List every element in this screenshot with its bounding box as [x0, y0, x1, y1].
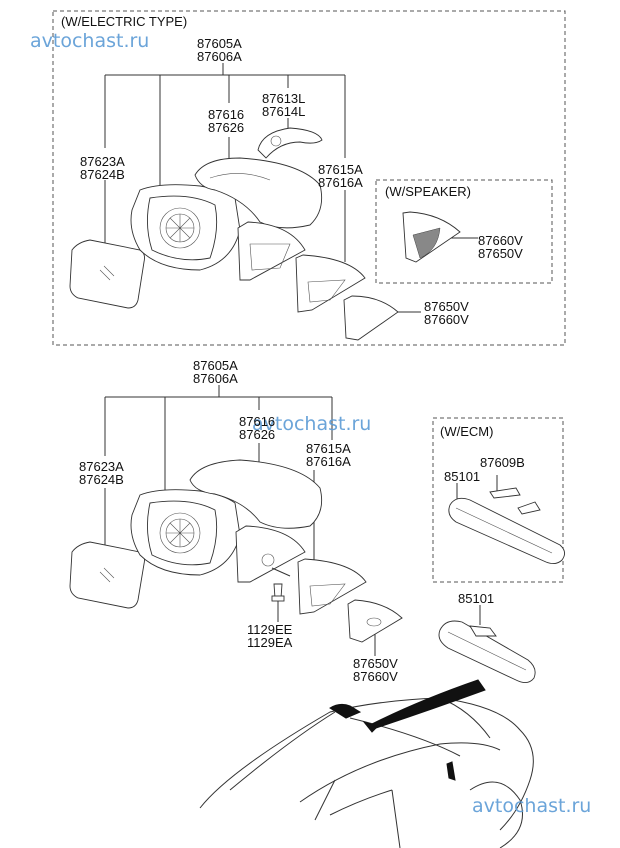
watermark-middle: avtochast.ru: [252, 413, 372, 435]
part-number: 87616A: [318, 175, 363, 190]
part-number: 87650V: [353, 656, 398, 671]
label-top-triangle-trim: 87650V 87660V: [424, 300, 469, 326]
electric-type-title: (W/ELECTRIC TYPE): [61, 14, 188, 29]
top-base-bracket: [295, 254, 366, 313]
label-top-bracket: 87615A 87616A: [318, 163, 363, 189]
inside-mirror-part: [438, 620, 536, 683]
part-number: 1129EA: [247, 635, 293, 650]
part-number: 87605A: [193, 358, 238, 373]
car-outline: [199, 679, 534, 848]
part-number: 87606A: [193, 371, 238, 386]
label-bottom-assembly: 87605A 87606A: [193, 359, 238, 385]
part-number: 87606A: [197, 49, 242, 64]
ecm-title: (W/ECM): [440, 424, 494, 439]
top-triangle-trim: [343, 295, 399, 341]
part-number: 87616: [208, 107, 245, 122]
watermark-bottom: avtochast.ru: [472, 795, 592, 817]
part-number: 1129EE: [247, 622, 293, 637]
part-number: 85101: [444, 469, 481, 484]
part-number: 87660V: [353, 669, 398, 684]
part-number: 87615A: [318, 162, 363, 177]
label-bottom-glass: 87623A 87624B: [79, 460, 124, 486]
bottom-mirror-cover: [189, 459, 323, 529]
part-number: 87616A: [306, 454, 351, 469]
top-leader-lines: [104, 63, 478, 313]
top-mirror-housing: [130, 184, 241, 271]
label-ecm-mirror: 85101: [444, 470, 480, 483]
label-inside-mirror: 85101: [458, 592, 494, 605]
bottom-base-bracket: [297, 558, 367, 615]
part-number: 87660V: [424, 312, 469, 327]
label-bottom-bracket: 87615A 87616A: [306, 442, 351, 468]
speaker-trim-part: [402, 211, 461, 263]
part-number: 85101: [458, 591, 495, 606]
part-number: 87614L: [262, 104, 306, 119]
electric-type-group-box: [52, 10, 566, 346]
top-repeater-lamp: [257, 127, 323, 159]
label-top-repeater: 87613L 87614L: [262, 92, 305, 118]
label-top-glass: 87623A 87624B: [80, 155, 125, 181]
part-number: 87650V: [478, 246, 523, 261]
speaker-title: (W/SPEAKER): [385, 184, 471, 199]
screw-part: [271, 583, 285, 602]
part-number: 87615A: [306, 441, 351, 456]
part-number: 87613L: [262, 91, 306, 106]
label-top-cover: 87616 87626: [208, 108, 244, 134]
label-ecm-bracket: 87609B: [480, 456, 525, 469]
part-number: 87650V: [424, 299, 469, 314]
part-number: 87626: [239, 427, 276, 442]
top-mirror-cover: [194, 157, 323, 229]
bottom-mirror-glass: [69, 541, 145, 609]
top-mirror-glass: [69, 239, 145, 309]
part-number: 87605A: [197, 36, 242, 51]
label-bottom-triangle-trim: 87650V 87660V: [353, 657, 398, 683]
ecm-mirror-part: [448, 487, 565, 565]
label-bottom-cover: 87616 87626: [239, 415, 275, 441]
part-number: 87623A: [80, 154, 125, 169]
part-number: 87660V: [478, 233, 523, 248]
part-number: 87626: [208, 120, 245, 135]
watermark-top: avtochast.ru: [30, 30, 150, 52]
part-number: 87624B: [79, 472, 124, 487]
part-number: 87609B: [480, 455, 525, 470]
part-number: 87623A: [79, 459, 124, 474]
bottom-triangle-trim: [347, 599, 403, 643]
bottom-actuator-bracket: [235, 525, 306, 583]
part-number: 87616: [239, 414, 276, 429]
bottom-mirror-housing: [130, 489, 241, 576]
part-number: 87624B: [80, 167, 125, 182]
label-screw: 1129EE 1129EA: [247, 623, 292, 649]
label-speaker-trim: 87660V 87650V: [478, 234, 523, 260]
speaker-group-box: [375, 179, 553, 284]
ecm-group-box: [432, 417, 564, 583]
top-actuator-bracket: [237, 221, 306, 281]
label-top-assembly: 87605A 87606A: [197, 37, 242, 63]
